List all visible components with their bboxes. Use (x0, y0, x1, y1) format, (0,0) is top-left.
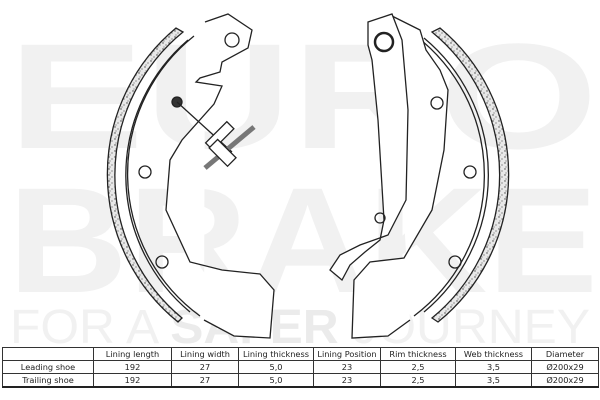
specification-table: Lining length Lining width Lining thickn… (2, 347, 599, 388)
adjuster-strut (203, 120, 256, 170)
table-cell: 2,5 (380, 360, 456, 374)
row-label: Leading shoe (2, 360, 94, 374)
table-cell: 192 (93, 373, 172, 388)
row-label: Trailing shoe (2, 373, 94, 388)
column-header (2, 347, 94, 361)
lever-lower-hole (374, 212, 386, 224)
lever-pivot-hole (373, 31, 395, 53)
column-header: Rim thickness (380, 347, 456, 361)
column-header: Lining length (93, 347, 172, 361)
brake-shoe-drawing (106, 13, 510, 339)
leading-shoe (106, 13, 275, 339)
table-cell: 5,0 (238, 373, 314, 388)
table-row: Leading shoe 192 27 5,0 23 2,5 3,5 Ø200x… (2, 360, 599, 374)
column-header: Diameter (531, 347, 599, 361)
table-cell: 3,5 (455, 360, 532, 374)
column-header: Lining Position (313, 347, 381, 361)
table-header-row: Lining length Lining width Lining thickn… (2, 347, 599, 361)
table-cell: 23 (313, 360, 381, 374)
leading-shoe-lower-hole (155, 255, 169, 269)
trailing-shoe-mid-hole (463, 165, 477, 179)
leading-shoe-mid-hole (138, 165, 152, 179)
table-row: Trailing shoe 192 27 5,0 23 2,5 3,5 Ø200… (2, 373, 599, 388)
table-cell: Ø200x29 (531, 373, 599, 388)
trailing-shoe-lining (430, 27, 510, 323)
table-cell: Ø200x29 (531, 360, 599, 374)
leading-shoe-lining (106, 27, 185, 323)
column-header: Lining width (171, 347, 239, 361)
table-cell: 3,5 (455, 373, 532, 388)
trailing-shoe-lower-hole (448, 255, 462, 269)
column-header: Web thickness (455, 347, 532, 361)
leading-shoe-upper-hole (224, 32, 240, 48)
trailing-shoe-upper-hole (430, 96, 444, 110)
trailing-shoe (329, 13, 510, 339)
parking-brake-lever (329, 13, 409, 282)
table-cell: 2,5 (380, 373, 456, 388)
table-cell: 27 (171, 360, 239, 374)
column-header: Lining thickness (238, 347, 314, 361)
table-cell: 27 (171, 373, 239, 388)
table-cell: 192 (93, 360, 172, 374)
table-cell: 5,0 (238, 360, 314, 374)
table-cell: 23 (313, 373, 381, 388)
